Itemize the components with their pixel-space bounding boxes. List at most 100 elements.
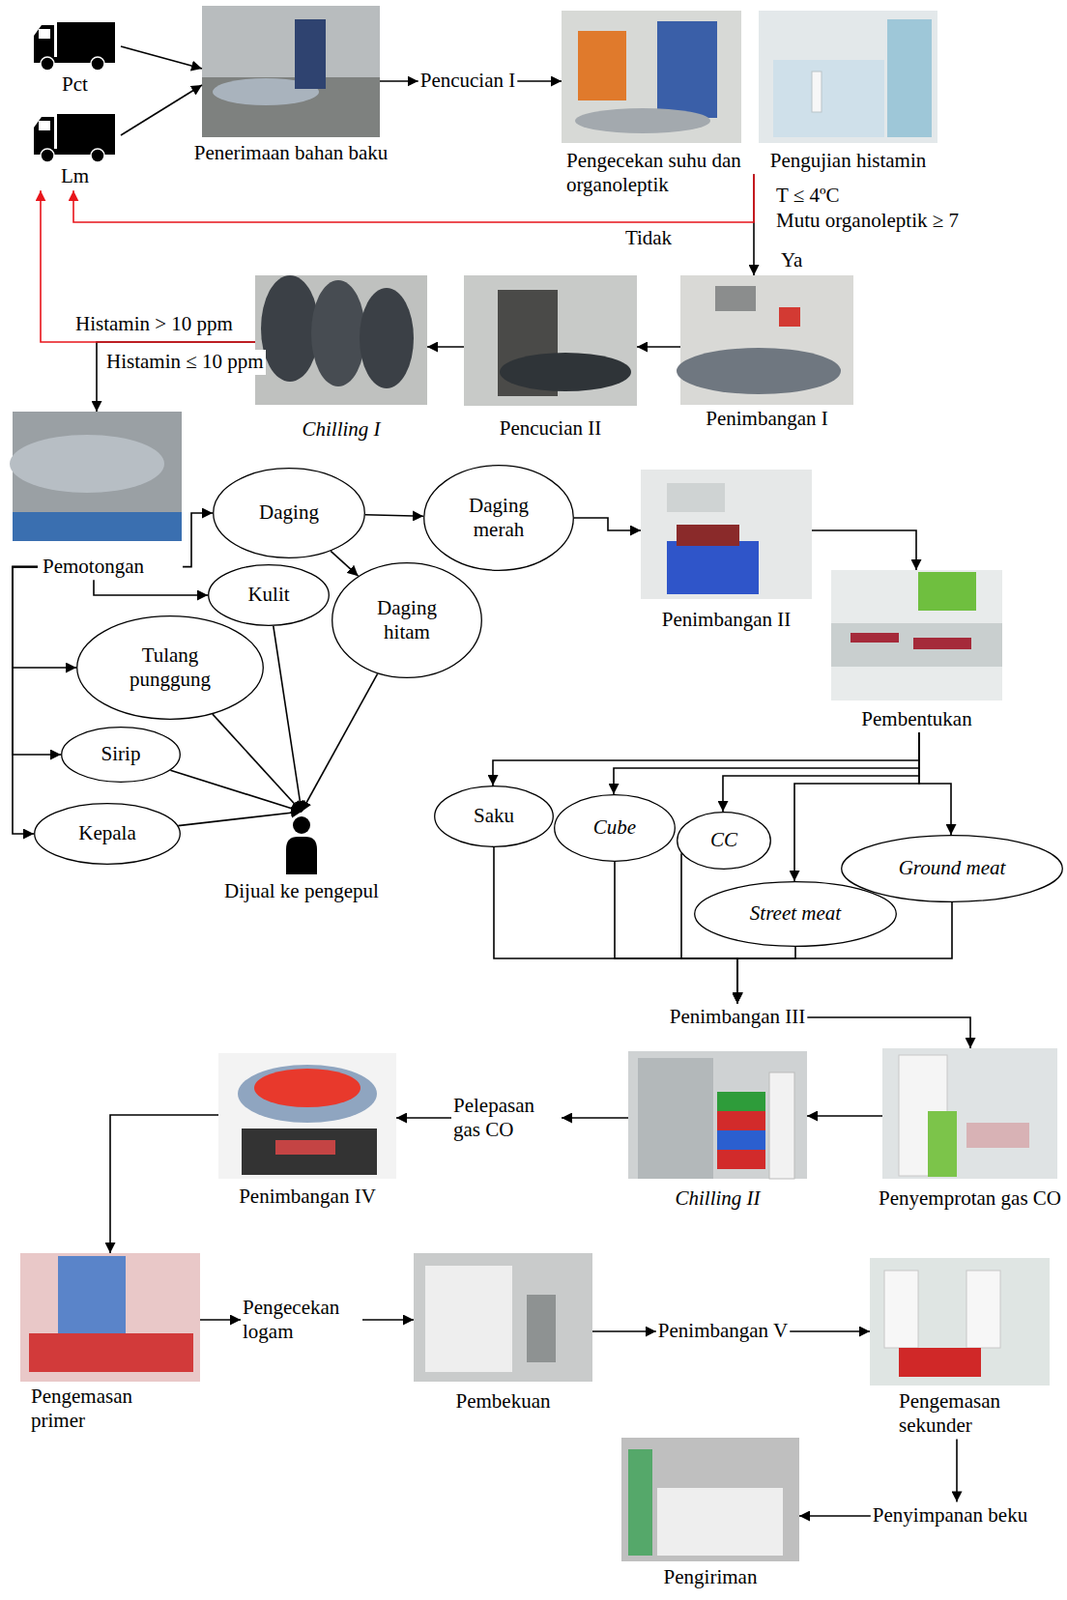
condition-note: T ≤ 4ºC <box>776 183 840 208</box>
photo <box>657 1488 783 1557</box>
edge-label: Histamin > 10 ppm <box>73 312 235 337</box>
caption: Pemotongan <box>42 554 178 579</box>
photo <box>676 524 740 547</box>
label-text: Penyimpanan beku <box>872 1503 1028 1529</box>
photo <box>294 19 326 89</box>
flow-arrow <box>807 1115 883 1118</box>
photo <box>927 1111 957 1178</box>
label-text: Penerimaan bahan baku <box>194 141 389 166</box>
label-text: Tulang punggung <box>121 643 219 693</box>
photo <box>717 1150 766 1170</box>
photo <box>218 1053 397 1180</box>
label-text: Tidak <box>625 226 672 251</box>
truck-wheel <box>40 57 55 71</box>
photo <box>717 1111 766 1131</box>
photo-step: Pengemasan primer <box>20 1253 201 1435</box>
photo <box>850 633 899 643</box>
flow-arrow <box>12 567 61 755</box>
flow-arrow <box>301 673 378 812</box>
label-text: Daging hitam <box>363 596 451 645</box>
flow-arrow <box>177 811 302 827</box>
ellipse-shape <box>677 812 772 870</box>
photo <box>778 307 801 327</box>
photo <box>28 1333 194 1373</box>
label-text: Histamin ≤ 10 ppm <box>106 349 264 375</box>
part-ellipse: Daging merah <box>423 464 575 572</box>
truck-wheel <box>90 148 105 163</box>
photo <box>666 541 759 595</box>
process-step: Penimbangan V <box>656 1317 790 1346</box>
photo <box>918 572 977 611</box>
label-text: Kulit <box>247 582 289 607</box>
part-ellipse: Street meat <box>693 881 897 948</box>
truck-wheel <box>90 57 105 71</box>
photo-step: Pencucian II <box>463 275 637 442</box>
flow-arrow <box>811 530 917 571</box>
label-text: Histamin > 10 ppm <box>75 312 233 337</box>
truck-icon <box>33 22 116 71</box>
caption: Pengiriman <box>663 1565 758 1590</box>
collector-figure: Dijual ke pengepul <box>204 811 399 906</box>
photo <box>913 637 972 650</box>
photo-step: Penimbangan II <box>640 469 812 634</box>
photo-step: Pembekuan <box>413 1253 593 1415</box>
ellipse-shape <box>841 836 1064 903</box>
label-text: Penimbangan I <box>705 406 829 432</box>
truck-cab <box>33 25 55 61</box>
photo-step: Pengecekan suhu dan organoleptik <box>561 10 742 199</box>
photo-step: Pengujian histamin <box>749 10 938 174</box>
part-ellipse: Saku <box>433 785 554 848</box>
photo <box>769 1072 795 1180</box>
caption: Kepala <box>78 821 136 846</box>
caption: Saku <box>473 804 515 829</box>
label-text: Penimbangan IV <box>238 1184 376 1210</box>
photo <box>831 623 1003 667</box>
truck-source: Lm <box>28 111 121 191</box>
label-text: Pembentukan <box>861 707 972 732</box>
flow-arrow <box>955 1439 958 1502</box>
flow-arrow <box>110 1115 219 1254</box>
label-text: Sirip <box>101 742 142 767</box>
label-text: Pencucian II <box>499 416 603 441</box>
caption: Street meat <box>749 901 841 926</box>
ellipse-shape <box>34 804 181 866</box>
flow-arrow <box>799 1515 871 1518</box>
caption: Daging hitam <box>363 596 451 645</box>
flow-arrow <box>12 567 77 668</box>
photo <box>201 77 380 138</box>
label-text: Street meat <box>749 901 841 926</box>
photo <box>577 30 627 101</box>
photo <box>9 434 165 493</box>
photo-step: Penimbangan I <box>680 275 854 433</box>
photo-step: Chilling II <box>628 1051 808 1212</box>
photo <box>201 5 380 138</box>
flow-arrow <box>561 1117 629 1120</box>
flow-arrow <box>93 579 208 596</box>
caption: Chilling I <box>301 417 380 442</box>
photo <box>237 1065 377 1124</box>
truck-wheel <box>40 148 55 163</box>
caption: Pengemasan sekunder <box>898 1389 1035 1439</box>
flow-arrow <box>182 513 213 568</box>
flow-arrow <box>574 518 641 531</box>
photo <box>887 19 932 138</box>
process-step: Pelepasan gas CO <box>451 1092 562 1145</box>
photo <box>966 1123 1030 1149</box>
flow-arrow <box>330 550 358 577</box>
ellipse-shape <box>332 563 483 679</box>
truck-cargo <box>57 22 116 59</box>
photo <box>637 1058 714 1180</box>
process-step: Penimbangan III <box>667 1003 808 1032</box>
caption: Penimbangan II <box>662 607 792 633</box>
truck-window <box>38 28 51 39</box>
photo <box>499 352 632 392</box>
caption: Lm <box>28 164 121 189</box>
flow-arrow <box>200 1319 241 1322</box>
photo <box>882 1048 1058 1180</box>
caption: Sirip <box>101 742 142 767</box>
label-text: Cube <box>593 815 636 840</box>
caption: Penimbangan III <box>669 1005 807 1030</box>
flow-arrow <box>592 1330 657 1333</box>
caption: Pembekuan <box>456 1389 551 1414</box>
